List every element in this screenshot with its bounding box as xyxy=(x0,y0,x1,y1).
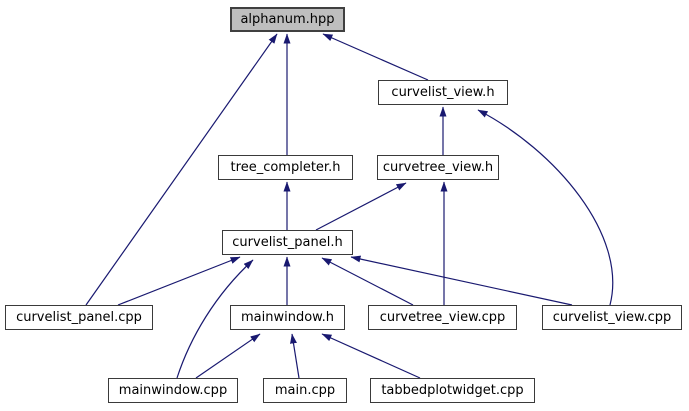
edge-mainwindow_cpp-curvelist_panel_h xyxy=(176,259,254,379)
edge-curvelist_view_h-alphanum_hpp xyxy=(322,33,429,81)
edge-curvelist_panel_cpp-curvelist_panel_h xyxy=(117,256,241,306)
edge-curvelist_view_cpp-curvelist_view_h xyxy=(477,109,614,306)
node-curvelist-panel-cpp[interactable]: curvelist_panel.cpp xyxy=(5,305,153,330)
edge-curvelist_panel_h-curvetree_view_h xyxy=(315,182,407,231)
node-tabbedplotwidget-cpp[interactable]: tabbedplotwidget.cpp xyxy=(370,378,535,403)
edge-tabbedplotwidget_cpp-mainwindow_h xyxy=(321,333,421,379)
edge-main_cpp-mainwindow_h xyxy=(290,333,300,379)
node-curvetree-view-cpp[interactable]: curvetree_view.cpp xyxy=(368,305,517,330)
node-curvelist-view-h[interactable]: curvelist_view.h xyxy=(378,80,508,105)
node-main-cpp[interactable]: main.cpp xyxy=(263,378,347,403)
node-alphanum-hpp[interactable]: alphanum.hpp xyxy=(230,7,345,32)
node-mainwindow-cpp[interactable]: mainwindow.cpp xyxy=(108,378,238,403)
node-curvelist-panel-h[interactable]: curvelist_panel.h xyxy=(222,230,353,255)
edge-curvelist_view_cpp-curvelist_panel_h xyxy=(350,255,573,306)
edge-curvelist_panel_cpp-alphanum_hpp xyxy=(85,33,278,306)
node-curvelist-view-cpp[interactable]: curvelist_view.cpp xyxy=(542,305,682,330)
node-tree-completer-h[interactable]: tree_completer.h xyxy=(218,155,353,180)
edge-curvetree_view_cpp-curvelist_panel_h xyxy=(321,257,414,306)
node-curvetree-view-h[interactable]: curvetree_view.h xyxy=(377,155,499,180)
node-mainwindow-h[interactable]: mainwindow.h xyxy=(230,305,345,330)
edge-mainwindow_cpp-mainwindow_h xyxy=(195,333,261,379)
